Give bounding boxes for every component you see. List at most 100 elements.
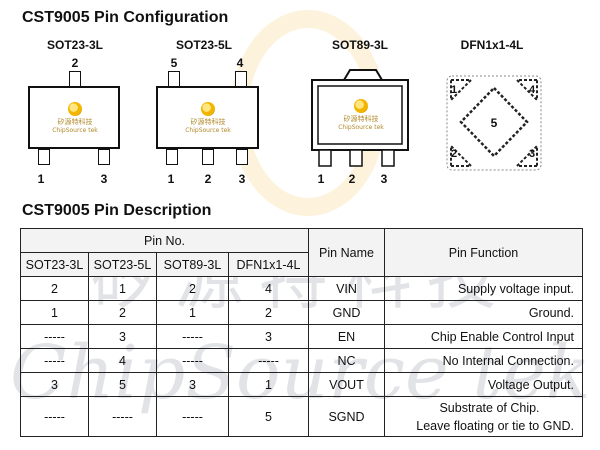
subheader-sot89-3l: SOT89-3L — [156, 252, 229, 277]
pin-description-title: CST9005 Pin Description — [22, 202, 212, 219]
pin-function-cell: Ground. — [384, 300, 583, 325]
pin-name-cell: NC — [308, 348, 385, 373]
subheader-dfn1x1-4l: DFN1x1-4L — [228, 252, 309, 277]
dfn1x1-4l-outline — [446, 75, 542, 171]
cell: ----- — [88, 396, 157, 437]
pin-name-cell: VOUT — [308, 372, 385, 397]
package-label-sot89-3l: SOT89-3L — [331, 38, 388, 52]
pin-no-header: Pin No. — [20, 228, 309, 253]
cell: 2 — [88, 300, 157, 325]
cell: 1 — [88, 276, 157, 301]
sot89-3l-logo: 矽源特科技 ChipSource tek — [326, 99, 396, 131]
sot23-3l-pin-top: 2 — [71, 56, 79, 70]
table-row: 2 1 2 4 VIN Supply voltage input. — [20, 276, 583, 301]
table-header-row: Pin No. Pin Name Pin Function — [20, 228, 583, 277]
pin-name-header: Pin Name — [308, 228, 385, 277]
sot89-3l-outline — [311, 69, 409, 167]
sot23-5l-lead-tl — [168, 71, 180, 87]
pin-function-line-1: Substrate of Chip. — [439, 400, 540, 415]
pin-name-cell: SGND — [308, 396, 385, 437]
pin-function-header: Pin Function — [384, 228, 583, 277]
cell: ----- — [156, 348, 229, 373]
sot23-5l-pin-b3: 3 — [238, 172, 246, 186]
pin-function-line-2: Leave floating or tie to GND. — [416, 418, 574, 433]
sot23-5l-lead-b1 — [166, 149, 178, 165]
dfn-pin-3: 3 — [528, 148, 536, 160]
pin-name-cell: VIN — [308, 276, 385, 301]
sot23-5l-pin-tl: 5 — [170, 56, 178, 70]
table-row: 1 2 1 2 GND Ground. — [20, 300, 583, 325]
cell: ----- — [156, 324, 229, 349]
logo-cn: 矽源特科技 — [343, 115, 379, 123]
pin-function-cell: Supply voltage input. — [384, 276, 583, 301]
table-row: ----- 4 ----- ----- NC No Internal Conne… — [20, 348, 583, 373]
sot23-3l-pin-br: 3 — [100, 172, 108, 186]
sot89-3l-pin-b3: 3 — [380, 172, 388, 186]
cell: ----- — [20, 324, 89, 349]
table-row: 3 5 3 1 VOUT Voltage Output. — [20, 372, 583, 397]
pin-description-table: Pin No. Pin Name Pin Function SOT23-3L S… — [20, 228, 583, 437]
cell: 1 — [228, 372, 309, 397]
logo-icon — [354, 99, 368, 113]
package-label-dfn1x1-4l: DFN1x1-4L — [460, 38, 524, 52]
sot23-5l-pin-b2: 2 — [204, 172, 212, 186]
logo-icon — [201, 102, 215, 116]
cell: ----- — [228, 348, 309, 373]
logo-en: ChipSource tek — [185, 127, 231, 134]
logo-cn: 矽源特科技 — [190, 118, 226, 126]
cell: ----- — [156, 396, 229, 437]
cell: 2 — [228, 300, 309, 325]
sot89-3l-pin-b2: 2 — [348, 172, 356, 186]
cell: 3 — [20, 372, 89, 397]
cell: ----- — [20, 348, 89, 373]
logo-icon — [68, 102, 82, 116]
cell: 3 — [88, 324, 157, 349]
sot23-5l-pin-tr: 4 — [236, 56, 244, 70]
cell: ----- — [20, 396, 89, 437]
sot23-5l-body — [156, 86, 259, 149]
sot23-3l-lead-top — [69, 71, 81, 87]
cell: 2 — [156, 276, 229, 301]
cell: 1 — [20, 300, 89, 325]
table-row: ----- 3 ----- 3 EN Chip Enable Control I… — [20, 324, 583, 349]
cell: 5 — [228, 396, 309, 437]
pin-function-cell: Voltage Output. — [384, 372, 583, 397]
cell: 3 — [156, 372, 229, 397]
pin-function-cell: Substrate of Chip. Leave floating or tie… — [384, 396, 583, 437]
dfn-pin-1: 1 — [450, 84, 458, 96]
pin-name-cell: GND — [308, 300, 385, 325]
sot23-3l-logo: 矽源特科技 ChipSource tek — [40, 102, 110, 134]
sot23-3l-lead-bl — [38, 149, 50, 165]
sot23-5l-logo: 矽源特科技 ChipSource tek — [173, 102, 243, 134]
logo-cn: 矽源特科技 — [57, 118, 93, 126]
table-subheader-row: SOT23-3L SOT23-5L SOT89-3L DFN1x1-4L — [20, 252, 583, 277]
cell: 3 — [228, 324, 309, 349]
subheader-sot23-3l: SOT23-3L — [20, 252, 89, 277]
cell: 2 — [20, 276, 89, 301]
cell: 4 — [88, 348, 157, 373]
pin-name-cell: EN — [308, 324, 385, 349]
sot23-5l-lead-tr — [235, 71, 247, 87]
cell: 4 — [228, 276, 309, 301]
subheader-sot23-5l: SOT23-5L — [88, 252, 157, 277]
logo-en: ChipSource tek — [338, 124, 384, 131]
sot23-5l-lead-b2 — [202, 149, 214, 165]
dfn-pin-5: 5 — [490, 116, 498, 130]
pin-configuration-title: CST9005 Pin Configuration — [22, 9, 229, 26]
sot23-5l-pin-b1: 1 — [167, 172, 175, 186]
sot89-3l-pin-b1: 1 — [317, 172, 325, 186]
package-label-sot23-3l: SOT23-3L — [46, 38, 103, 52]
sot23-3l-pin-bl: 1 — [37, 172, 45, 186]
dfn-pin-2: 2 — [450, 148, 458, 160]
pin-function-cell: No Internal Connection. — [384, 348, 583, 373]
dfn-pin-4: 4 — [528, 84, 536, 96]
logo-en: ChipSource tek — [52, 127, 98, 134]
sot23-5l-lead-b3 — [236, 149, 248, 165]
table-row: ----- ----- ----- 5 SGND Substrate of Ch… — [20, 396, 583, 437]
package-label-sot23-5l: SOT23-5L — [175, 38, 232, 52]
pin-function-cell: Chip Enable Control Input — [384, 324, 583, 349]
sot23-3l-lead-br — [98, 149, 110, 165]
cell: 1 — [156, 300, 229, 325]
sot23-3l-body — [28, 86, 120, 149]
cell: 5 — [88, 372, 157, 397]
